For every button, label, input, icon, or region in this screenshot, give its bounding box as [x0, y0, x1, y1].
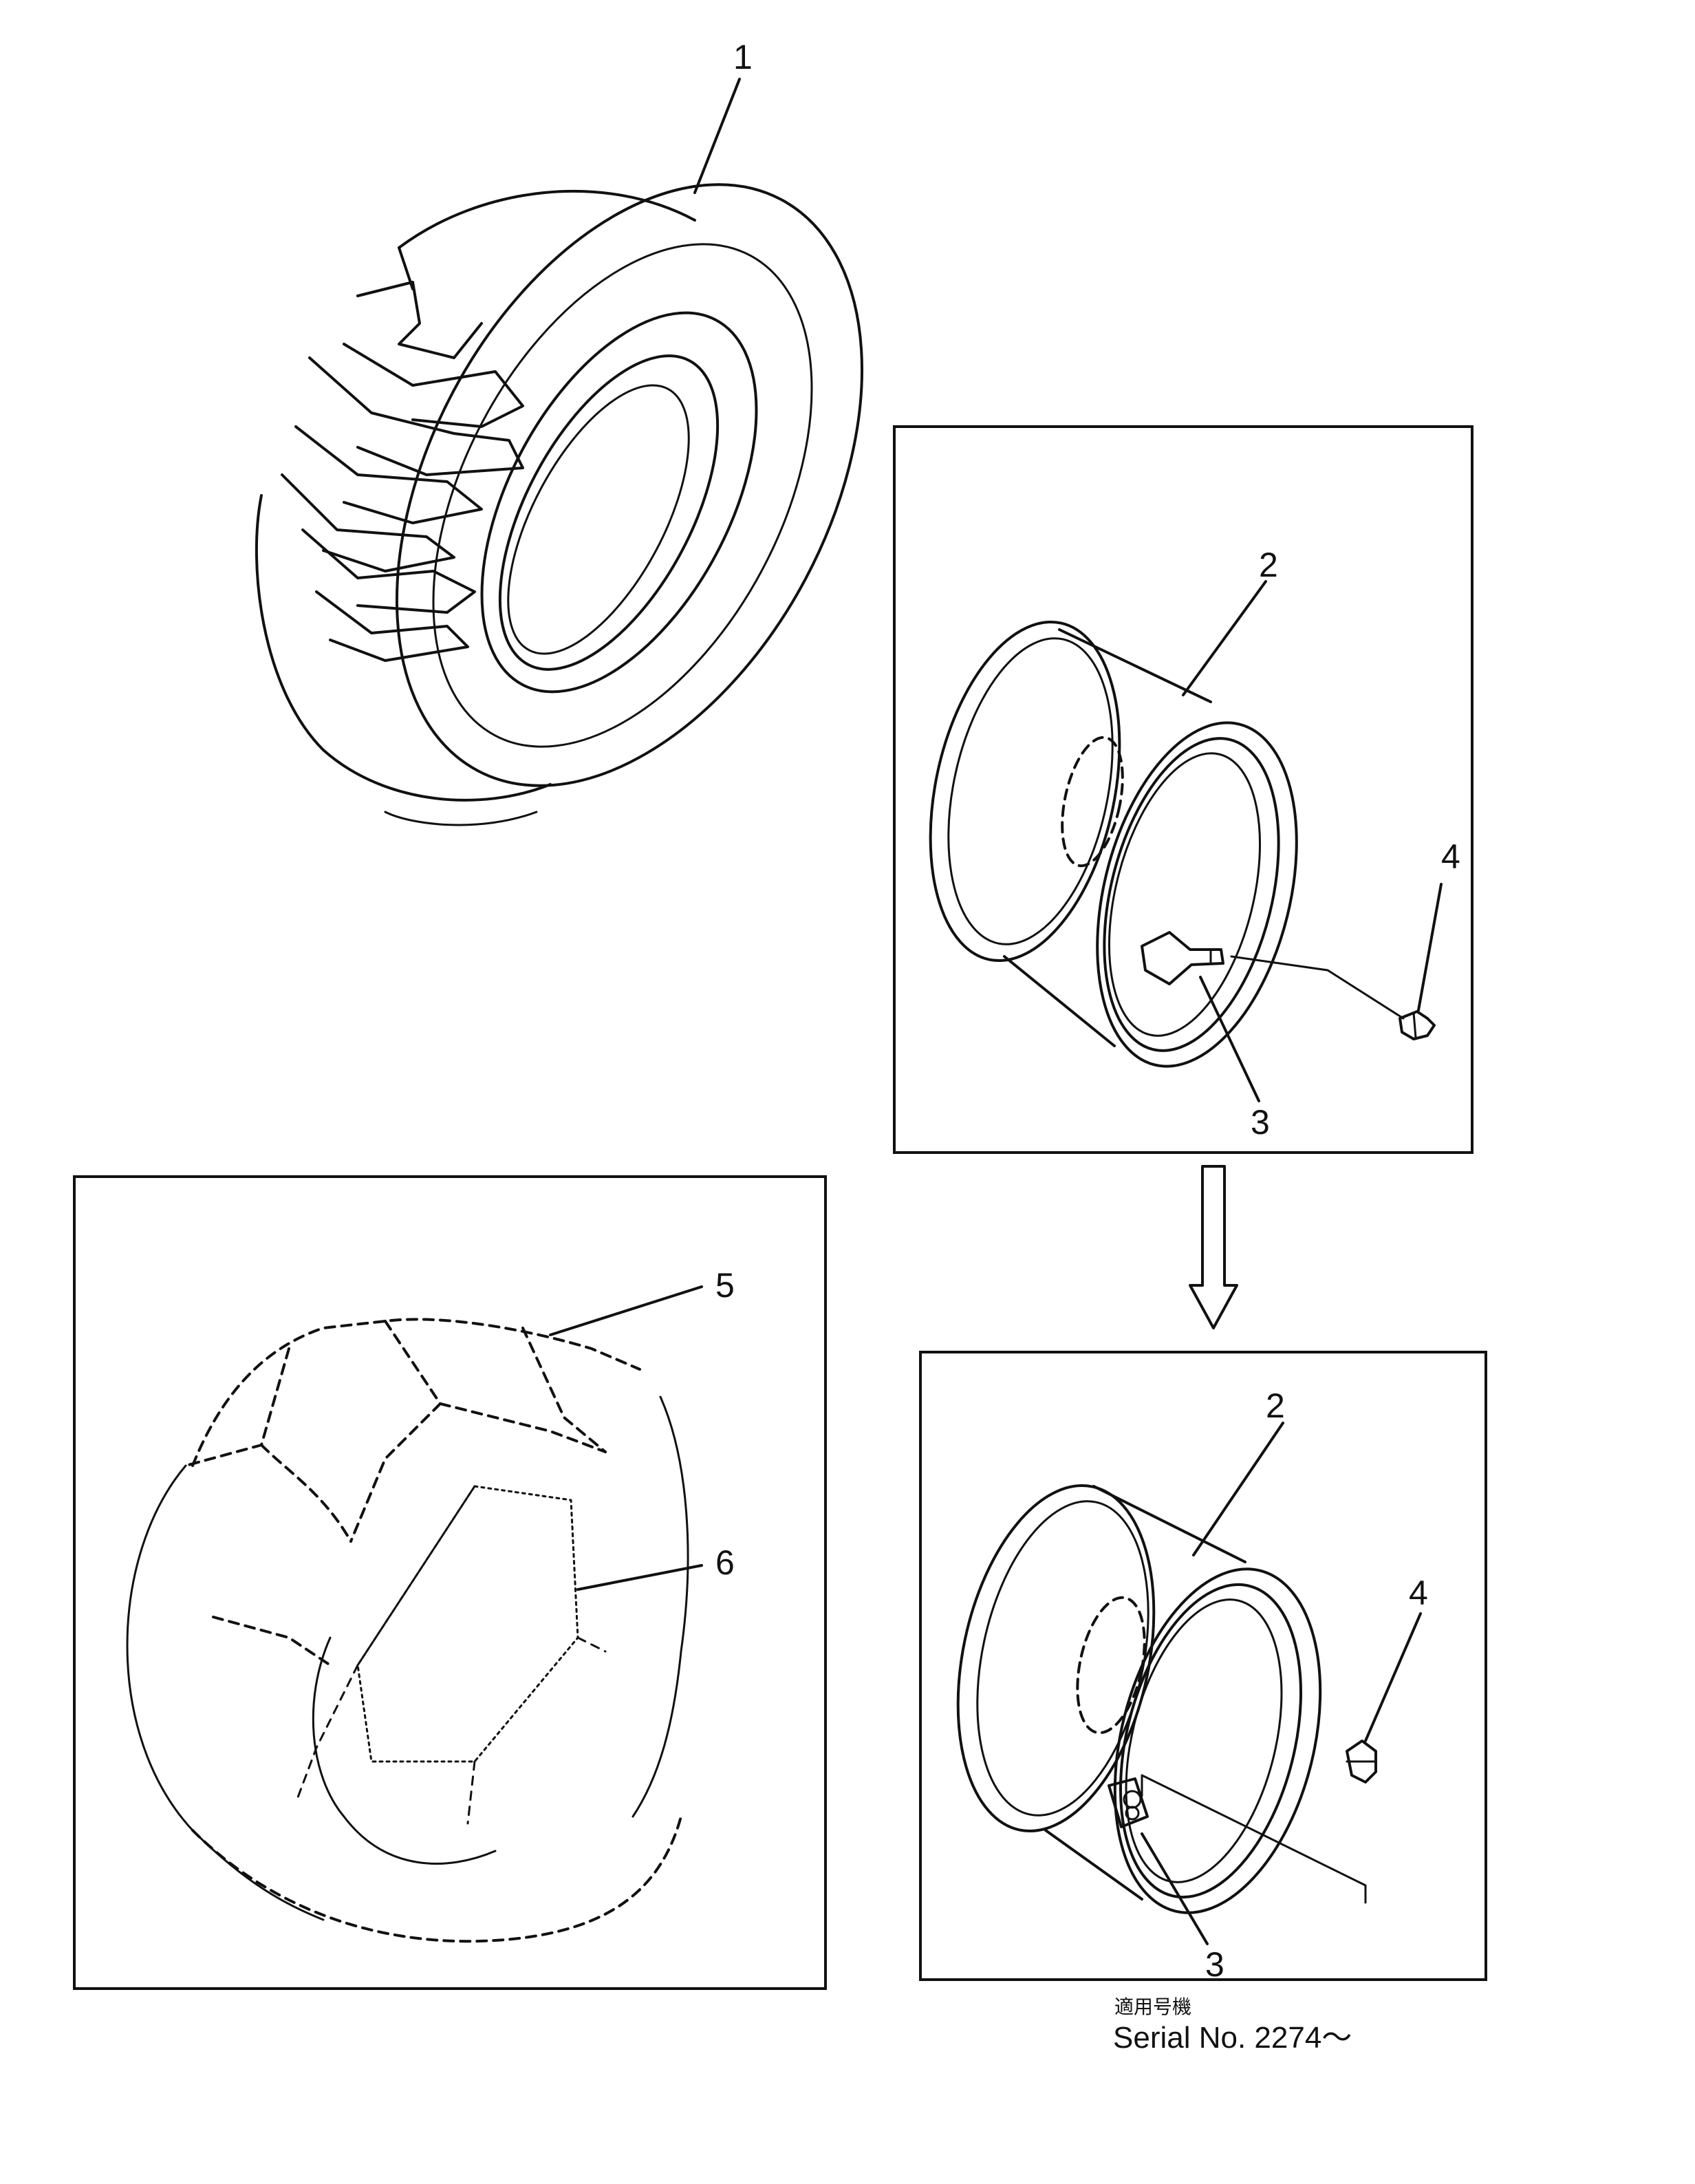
- serial-number-label: Serial No. 2274～: [1113, 2021, 1352, 2055]
- upper-rim-illustration: 2 3 4: [929, 546, 1460, 1142]
- callout-4-upper: 4: [1441, 837, 1460, 876]
- callout-4-lower: 4: [1409, 1574, 1428, 1612]
- lower-rim-illustration: 2 3 4: [956, 1387, 1428, 1984]
- applicable-serial-label-jp: 適用号機: [1114, 1996, 1192, 2017]
- upper-rim-frame: [893, 425, 1473, 1154]
- callout-2-lower: 2: [1266, 1387, 1285, 1425]
- lower-rim-frame: [919, 1351, 1487, 1981]
- tire-chain-illustration: 5 6: [126, 1266, 735, 1943]
- callout-6: 6: [715, 1543, 735, 1582]
- callout-5: 5: [715, 1266, 735, 1305]
- callout-1: 1: [733, 38, 753, 76]
- callout-2-upper: 2: [1259, 546, 1278, 584]
- tire-chain-frame: [73, 1175, 827, 1990]
- transition-arrow: [1189, 1165, 1238, 1329]
- tire-illustration: 1: [255, 38, 864, 826]
- callout-3-upper: 3: [1251, 1103, 1270, 1142]
- callout-3-lower: 3: [1205, 1945, 1224, 1984]
